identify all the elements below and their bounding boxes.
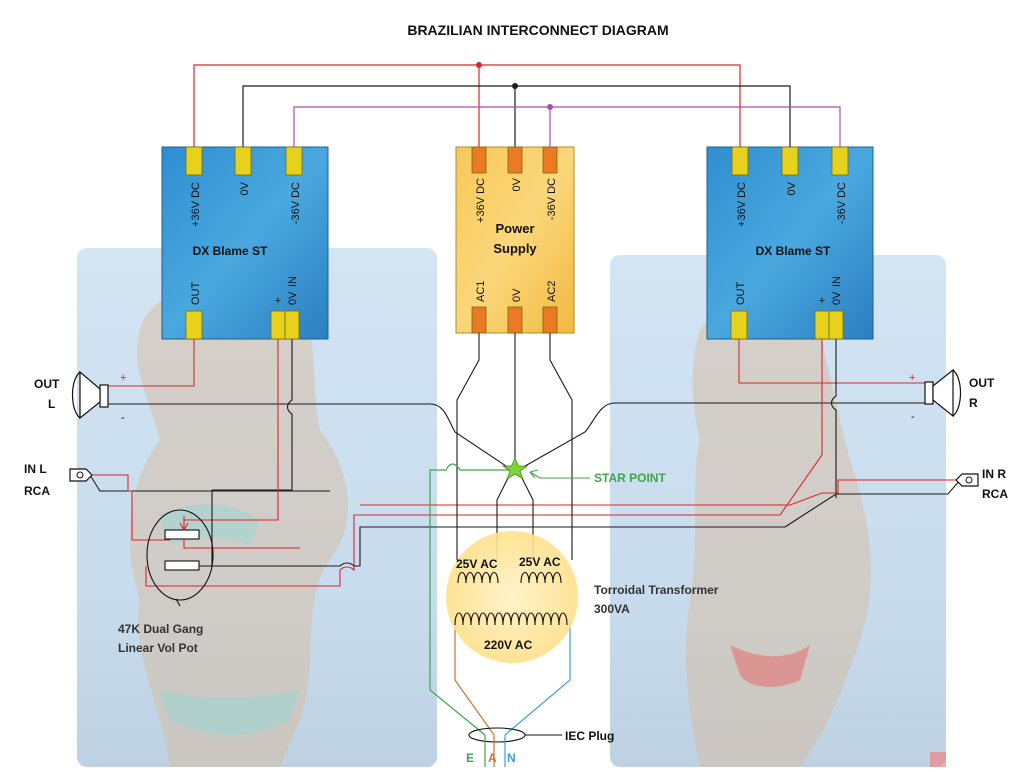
transformer-label-line2: 300VA (594, 602, 630, 616)
rca-jack-left: IN L RCA (24, 462, 93, 498)
psu-terminal-ac0v (507, 306, 523, 334)
star-point-label: STAR POINT (594, 471, 666, 485)
primary-label: 220V AC (484, 638, 533, 652)
secondary-left-label: 25V AC (456, 557, 498, 571)
secondary-right-label: 25V AC (519, 555, 561, 569)
speaker-left-line2: L (48, 397, 55, 411)
power-bus-wires (193, 64, 841, 147)
amp-name: DX Blame ST (756, 244, 831, 258)
psu-terminal-neg (542, 146, 558, 174)
amp-module-left: +36V DC 0V -36V DC DX Blame ST OUT + 0V … (161, 146, 329, 340)
pin-label-out: OUT (190, 282, 202, 306)
transformer-label-line1: Torroidal Transformer (594, 583, 719, 597)
iec-active-label: A (488, 751, 497, 765)
rca-left-line2: RCA (24, 484, 50, 498)
pin-label-gnd: 0V (786, 181, 798, 195)
terminal-in-0v (284, 310, 300, 340)
psu-title-line1: Power (495, 221, 534, 236)
psu-terminal-pos (471, 146, 487, 174)
psu-pin-label-pos: +36V DC (475, 178, 487, 223)
amp-module-right: +36V DC 0V -36V DC DX Blame ST OUT + 0V … (706, 146, 874, 340)
star-point: STAR POINT (501, 457, 666, 485)
pin-label-neg: -36V DC (290, 182, 302, 224)
amp-name: DX Blame ST (193, 244, 268, 258)
speaker-left: OUT L + - (34, 370, 126, 424)
speaker-right-plus: + (909, 372, 915, 384)
terminal-out (730, 310, 748, 340)
junction-pos (476, 62, 482, 68)
pot-label-line2: Linear Vol Pot (118, 641, 198, 655)
pin-label-in-plus: + (275, 295, 281, 307)
pin-label-in: IN (831, 276, 843, 287)
speaker-right-minus: - (911, 411, 915, 423)
pin-label-gnd: 0V (239, 181, 251, 195)
signal-wiring (89, 333, 961, 587)
rca-right-line2: RCA (982, 487, 1008, 501)
pin-label-out: OUT (735, 282, 747, 306)
psu-pin-label-ac0v: 0V (511, 288, 523, 302)
power-supply-module: +36V DC 0V -36V DC Power Supply AC1 0V A… (455, 146, 575, 334)
terminal-pos (731, 146, 749, 176)
junction-neg (547, 104, 553, 110)
background-photo-right (610, 255, 946, 767)
speaker-left-line1: OUT (34, 377, 60, 391)
psu-pin-label-neg: -36V DC (546, 178, 558, 220)
junction-gnd (512, 83, 518, 89)
iec-neutral-label: N (507, 751, 516, 765)
pin-label-in: IN (287, 276, 299, 287)
pin-label-pos: +36V DC (190, 182, 202, 227)
volume-pot: 47K Dual Gang Linear Vol Pot (118, 509, 214, 655)
terminal-neg (831, 146, 849, 176)
terminal-gnd (781, 146, 799, 176)
psu-terminal-ac1 (471, 306, 487, 334)
pot-label-line1: 47K Dual Gang (118, 622, 203, 636)
terminal-in-0v (828, 310, 844, 340)
psu-terminal-ac2 (542, 306, 558, 334)
speaker-right-line1: OUT (969, 376, 995, 390)
psu-terminal-gnd (507, 146, 523, 174)
terminal-in-plus (814, 310, 830, 340)
iec-earth-label: E (466, 751, 474, 765)
rca-left-line1: IN L (24, 462, 47, 476)
iec-plug: IEC Plug E A N (466, 727, 614, 767)
pin-label-in-0v: 0V (287, 291, 299, 305)
pin-label-neg: -36V DC (836, 182, 848, 224)
rca-right-line1: IN R (982, 467, 1006, 481)
terminal-pos (185, 146, 203, 176)
psu-pin-label-ac2: AC2 (546, 281, 558, 302)
pin-label-pos: +36V DC (736, 182, 748, 227)
terminal-out (185, 310, 203, 340)
iec-plug-label: IEC Plug (565, 729, 614, 743)
terminal-gnd (234, 146, 252, 176)
toroidal-transformer: 25V AC 25V AC 220V AC Torroidal Transfor… (446, 531, 719, 663)
speaker-left-plus: + (120, 372, 126, 384)
pin-label-in-plus: + (819, 295, 825, 307)
speaker-left-minus: - (121, 412, 125, 424)
pin-label-in-0v: 0V (831, 291, 843, 305)
psu-pin-label-gnd: 0V (511, 177, 523, 191)
mains-wiring (429, 463, 571, 736)
diagram-title: BRAZILIAN INTERCONNECT DIAGRAM (407, 22, 668, 38)
psu-pin-label-ac1: AC1 (475, 281, 487, 302)
terminal-neg (285, 146, 303, 176)
speaker-right: OUT R + - (909, 368, 995, 423)
speaker-right-line2: R (969, 396, 978, 410)
psu-title-line2: Supply (493, 241, 537, 256)
terminal-in-plus (270, 310, 286, 340)
rca-jack-right: IN R RCA (955, 467, 1008, 501)
